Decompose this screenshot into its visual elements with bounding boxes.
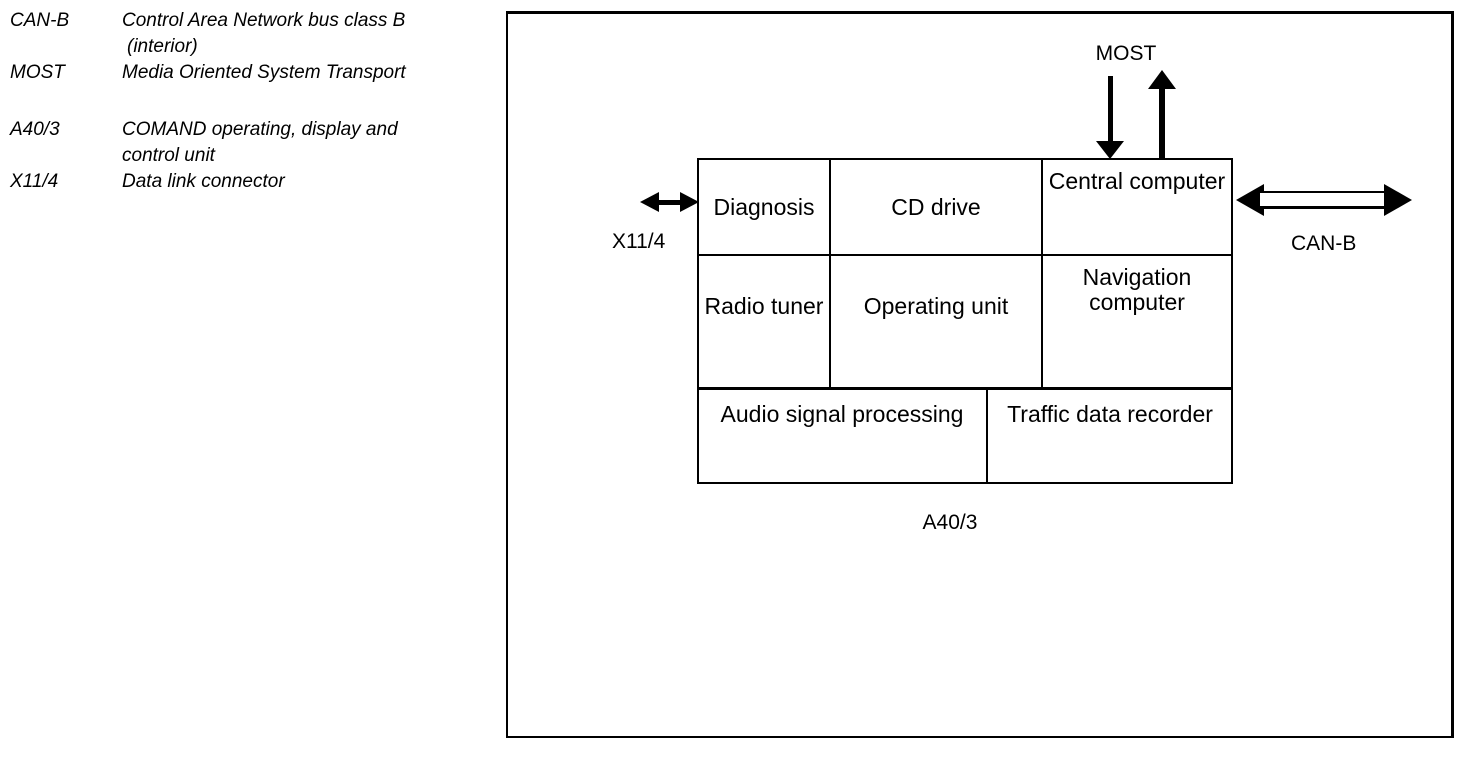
most-down-arrow-icon — [1108, 76, 1113, 142]
legend-definition-line: Control Area Network bus class B — [122, 10, 406, 31]
block-diagnosis: Diagnosis — [713, 193, 815, 220]
legend-definition: Media Oriented System Transport — [122, 60, 490, 86]
block-central-computer: Central computer — [1048, 168, 1226, 194]
unit-designation-label: A40/3 — [922, 511, 978, 534]
grid-divider-vertical-2 — [1041, 160, 1043, 389]
legend-row-can-b: CAN-B Control Area Network bus class B (… — [10, 8, 490, 60]
block-radio-tuner: Radio tuner — [704, 293, 824, 319]
grid-divider-vertical-1 — [829, 160, 831, 389]
legend-definition-line: COMAND operating, display and — [122, 119, 398, 140]
legend-row-x11-4: X11/4 Data link connector — [10, 169, 490, 195]
legend-term: MOST — [10, 62, 65, 83]
legend-definition-line: Data link connector — [122, 171, 285, 192]
legend-definition-line: control unit — [122, 145, 215, 166]
legend-row-most: MOST Media Oriented System Transport — [10, 60, 490, 86]
x11-4-connector-label: X11/4 — [612, 230, 666, 253]
legend-definition: Control Area Network bus class B (interi… — [122, 8, 490, 60]
grid-divider-horizontal-1 — [699, 254, 1231, 256]
legend-definition: COMAND operating, display and control un… — [122, 117, 490, 169]
block-traffic-data-recorder: Traffic data recorder — [1007, 401, 1213, 427]
legend-term: X11/4 — [10, 171, 59, 192]
can-b-bus-arrow-icon — [1260, 191, 1388, 209]
block-operating-unit: Operating unit — [863, 293, 1009, 319]
legend-term: CAN-B — [10, 10, 70, 31]
x11-4-left-arrowhead-icon — [640, 192, 659, 212]
comand-unit-block: Diagnosis CD drive Central computer Radi… — [697, 158, 1233, 484]
can-b-bus-label: CAN-B — [1291, 232, 1357, 255]
x11-4-double-arrow-icon — [652, 200, 688, 205]
most-bus-label: MOST — [1095, 42, 1157, 65]
x11-4-right-arrowhead-icon — [680, 192, 699, 212]
legend-definition: Data link connector — [122, 169, 490, 195]
block-navigation-computer: Navigation computer — [1082, 264, 1192, 315]
most-down-arrowhead-icon — [1096, 141, 1124, 159]
grid-divider-horizontal-2 — [699, 387, 1231, 390]
most-up-arrow-icon — [1159, 88, 1165, 160]
legend: CAN-B Control Area Network bus class B (… — [10, 8, 490, 195]
legend-row-a40-3: A40/3 COMAND operating, display and cont… — [10, 117, 490, 169]
grid-divider-vertical-3 — [986, 389, 988, 482]
block-audio-signal-processing: Audio signal processing — [720, 401, 964, 427]
legend-definition-line: Media Oriented System Transport — [122, 62, 406, 83]
most-up-arrowhead-icon — [1148, 70, 1176, 89]
block-cd-drive: CD drive — [891, 193, 981, 220]
legend-definition-line: (interior) — [127, 36, 198, 57]
can-b-left-arrowhead-icon — [1236, 184, 1264, 216]
legend-term: A40/3 — [10, 119, 60, 140]
can-b-right-arrowhead-icon — [1384, 184, 1412, 216]
